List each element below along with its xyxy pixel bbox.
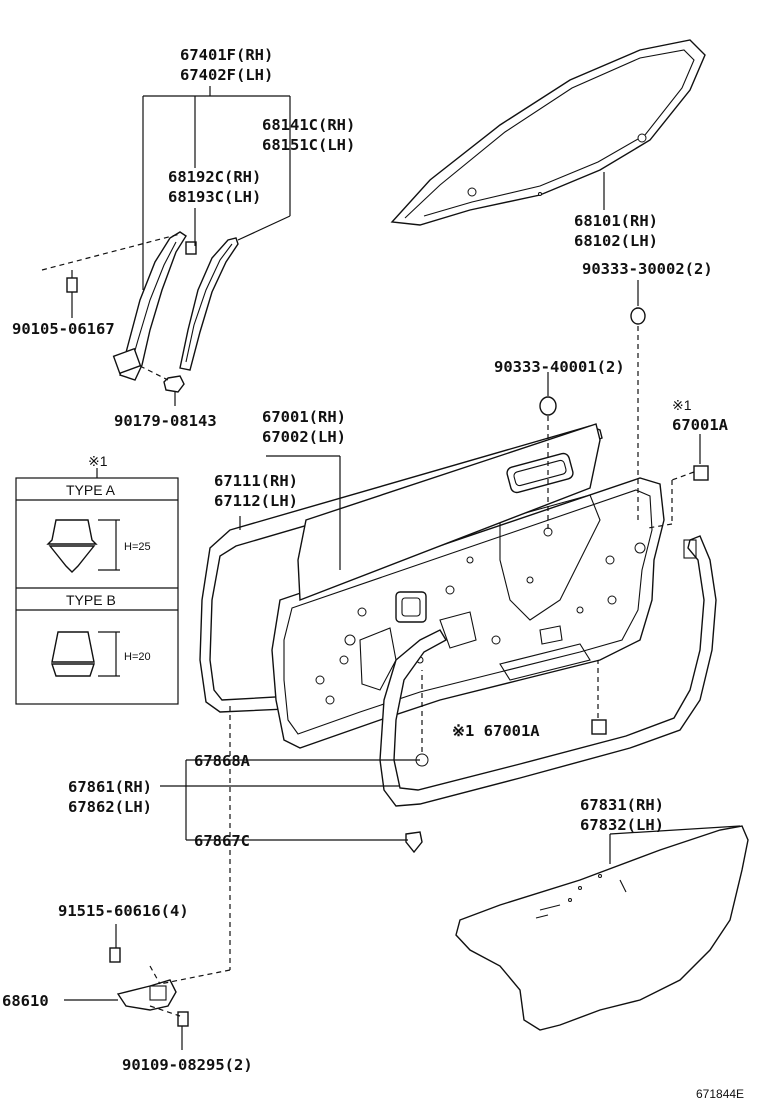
label-67861: 67861(RH) [68,778,152,796]
door-inner-panel [271,477,665,749]
label-68101: 68101(RH) [574,212,658,230]
door-glass [390,39,706,226]
label-67402f: 67402F(LH) [180,66,273,84]
label-68151c: 68151C(LH) [262,136,355,154]
clip-type-legend [15,477,179,705]
label-67001: 67001(RH) [262,408,346,426]
door-weatherstrip [199,425,603,713]
label-90109: 90109-08295(2) [122,1056,253,1074]
part-labels: 67401F(RH) 67402F(LH) 68141C(RH) 68151C(… [2,46,729,1074]
label-67001a-top: 67001A [672,416,729,434]
legend-mark: ※1 [88,453,108,469]
label-68610: 68610 [2,992,49,1010]
label-67831: 67831(RH) [580,796,664,814]
legend-type-b: TYPE B [66,592,116,608]
door-hinge-68610 [109,947,189,1027]
label-90333-40001: 90333-40001(2) [494,358,625,376]
label-67401f: 67401F(RH) [180,46,273,64]
door-trim-panel [455,825,749,1031]
label-67002: 67002(LH) [262,428,346,446]
label-67112: 67112(LH) [214,492,298,510]
label-68193c: 68193C(LH) [168,188,261,206]
label-90333-30002: 90333-30002(2) [582,260,713,278]
diagram-code: 671844E [696,1087,744,1101]
fasteners [405,307,709,854]
window-frame-moulding [112,231,239,381]
label-67832: 67832(LH) [580,816,664,834]
leader-lines [41,86,741,1050]
label-68102: 68102(LH) [574,232,658,250]
mark-67001a-top: ※1 [672,397,692,413]
label-68192c: 68192C(RH) [168,168,261,186]
label-90179: 90179-08143 [114,412,217,430]
label-68141c: 68141C(RH) [262,116,355,134]
label-67862: 67862(LH) [68,798,152,816]
opening-weatherstrip [379,535,717,807]
legend-type-a-height: H=25 [124,541,151,553]
bolt-90105 [66,270,78,293]
door-outer-panel [297,423,601,602]
legend-texts: ※1 TYPE A H=25 TYPE B H=20 [66,453,151,663]
label-67867c: 67867C [194,832,250,850]
label-67111: 67111(RH) [214,472,298,490]
legend-type-b-height: H=20 [124,651,151,663]
label-90105: 90105-06167 [12,320,115,338]
label-91515: 91515-60616(4) [58,902,189,920]
label-67868a: 67868A [194,752,251,770]
label-67001a-mid: ※1 67001A [452,722,540,740]
nut-90179 [163,375,185,393]
legend-type-a: TYPE A [66,482,116,498]
